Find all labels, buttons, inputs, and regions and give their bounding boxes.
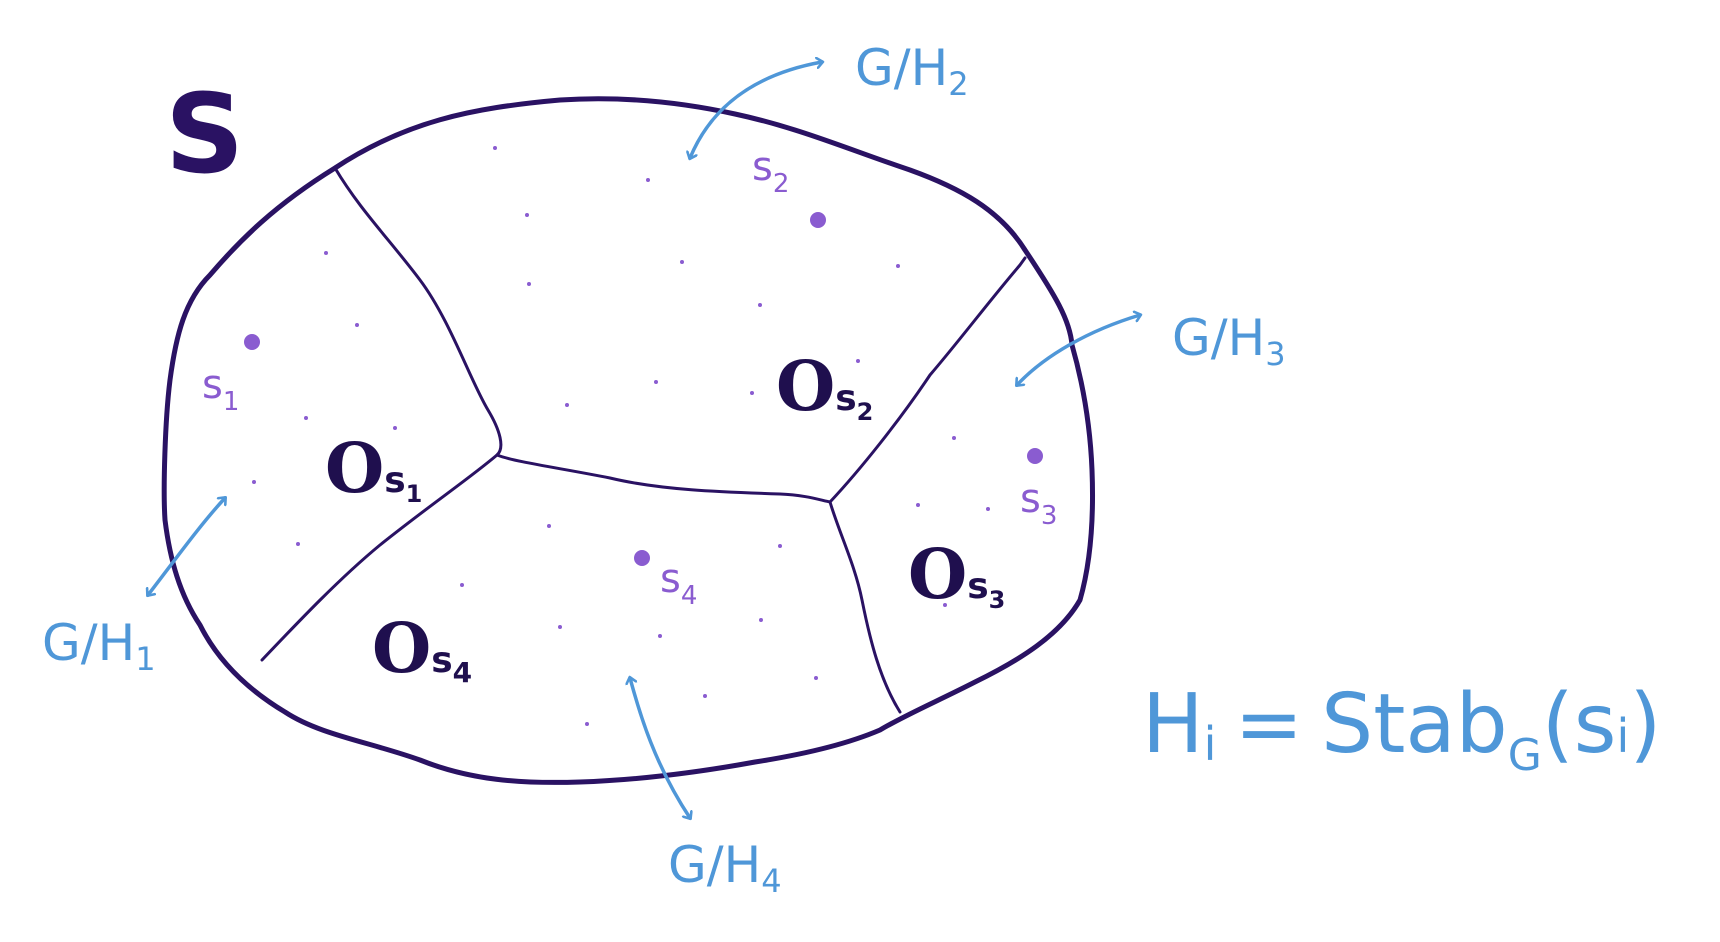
formula-arg-close: ) [1629,677,1661,772]
orbit-label-3-main: O [908,535,967,615]
point-label-s1-index: 1 [223,387,240,417]
point-s4 [634,550,650,566]
point-label-s2-index: 2 [773,169,790,199]
coset-label-4-index: 4 [761,862,781,900]
point-label-s4-base: s [660,556,681,602]
formula-lhs: H [1142,677,1204,772]
orbit-label-1-sub: s [384,460,405,501]
set-label: S [165,70,244,198]
formula-func-sub: G [1508,730,1542,781]
partition-line-3-4 [828,500,902,714]
point-s1 [244,334,260,350]
coset-label-4-text: G/H [668,836,761,894]
set-boundary [161,96,1095,785]
coset-label-1-index: 1 [135,640,155,678]
orbit-label-2-main: O [776,347,835,427]
orbit-label-2-sub: s [835,378,856,419]
coset-label-1-text: G/H [42,614,135,672]
coset-label-3-index: 3 [1265,335,1285,373]
coset-label-4: G/H4 [668,836,782,900]
partition-line-center [495,453,832,504]
point-label-s2: s2 [752,144,789,199]
orbit-label-1-main: O [325,429,384,509]
coset-arrow-3 [1017,315,1140,385]
formula-eq: = [1234,677,1303,772]
point-label-s2-base: s [752,144,773,190]
orbit-label-4: Os4 [372,609,472,689]
formula-func: Stab [1321,677,1508,772]
orbit-label-4-main: O [372,609,431,689]
coset-label-3-text: G/H [1172,309,1265,367]
orbit-label-1-index: 1 [406,480,423,508]
orbit-label-3-sub: s [967,566,988,607]
partition-line-2-3 [828,256,1027,504]
formula-arg-index: i [1617,709,1630,763]
point-label-s3: s3 [1020,476,1057,531]
orbit-label-4-sub: s [431,640,452,681]
orbit-label-1: Os1 [325,429,422,509]
formula-arg-open: ( [1542,677,1574,772]
stabilizer-formula: Hi=StabG(si) [1142,677,1661,781]
point-label-s3-base: s [1020,476,1041,522]
coset-arrow-1 [148,498,225,595]
orbit-label-2: Os2 [776,347,873,427]
coset-label-1: G/H1 [42,614,156,678]
coset-label-2-text: G/H [855,39,948,97]
coset-arrow-2 [690,62,822,158]
formula-lhs-index: i [1204,717,1217,771]
point-label-s4: s4 [660,556,697,611]
point-label-s4-index: 4 [681,581,698,611]
coset-label-3: G/H3 [1172,309,1286,373]
scatter-dots [252,146,990,726]
point-label-s3-index: 3 [1041,501,1058,531]
partition-line-1-2 [333,166,503,457]
point-s2 [810,212,826,228]
orbit-label-2-index: 2 [857,398,874,426]
point-label-s1-base: s [202,362,223,408]
orbit-label-4-index: 4 [453,656,472,689]
coset-label-2: G/H2 [855,39,969,103]
formula-arg: s [1574,677,1617,772]
coset-arrow-4 [630,678,690,818]
orbit-label-3: Os3 [908,535,1005,615]
point-label-s1: s1 [202,362,239,417]
orbit-label-3-index: 3 [989,586,1006,614]
partition-line-1-4 [260,453,499,662]
coset-label-2-index: 2 [948,65,968,103]
point-s3 [1027,448,1043,464]
